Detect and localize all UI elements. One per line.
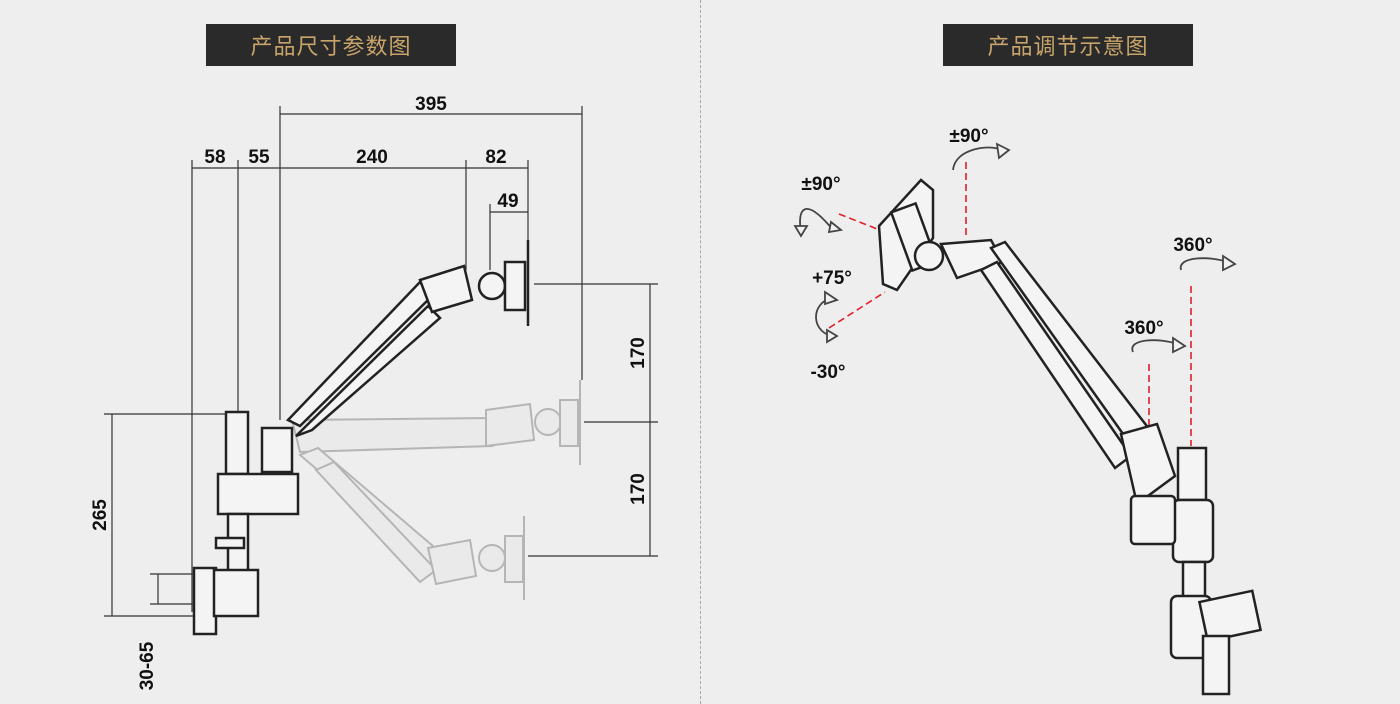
dim-55: 55 xyxy=(248,147,270,168)
dim-265: 265 xyxy=(90,499,111,531)
dim-82: 82 xyxy=(485,147,506,168)
angle-tilt-up: +75° xyxy=(812,268,852,289)
rotation-arrows xyxy=(793,142,1237,354)
angle-arm-rotation: 360° xyxy=(1124,318,1163,339)
angle-pole-rotation: 360° xyxy=(1173,235,1212,256)
angle-tilt-pos: ±90° xyxy=(801,174,840,195)
ghost-arm-middle xyxy=(290,380,581,465)
dim-240: 240 xyxy=(356,147,388,168)
dimension-title: 产品尺寸参数图 xyxy=(206,24,456,66)
dimension-drawing: 395 58 55 240 82 49 170 170 265 30-65 xyxy=(90,94,658,690)
dimension-lines xyxy=(104,106,658,617)
dim-49: 49 xyxy=(497,191,518,212)
panel-divider xyxy=(700,0,701,704)
ghost-arm-lower xyxy=(298,446,525,600)
adjust-arm xyxy=(913,238,1177,507)
angle-swivel-top: ±90° xyxy=(949,126,988,147)
dim-170-down: 170 xyxy=(628,473,649,505)
dim-clamp-range: 30-65 xyxy=(137,641,158,690)
main-arm xyxy=(285,240,530,438)
pole-and-clamp xyxy=(192,410,300,636)
dim-170-up: 170 xyxy=(628,337,649,369)
adjustment-drawing: ±90° ±90° 360° 360° +75° -30° xyxy=(793,126,1263,696)
angle-tilt-down: -30° xyxy=(810,362,845,383)
dimension-panel: 产品尺寸参数图 xyxy=(90,24,658,690)
monitor-plate xyxy=(877,178,939,292)
adjust-pole xyxy=(1129,446,1263,696)
dim-58: 58 xyxy=(204,147,225,168)
adjustment-title: 产品调节示意图 xyxy=(943,24,1193,66)
dim-395: 395 xyxy=(415,94,447,115)
adjustment-panel: 产品调节示意图 xyxy=(701,0,1400,704)
